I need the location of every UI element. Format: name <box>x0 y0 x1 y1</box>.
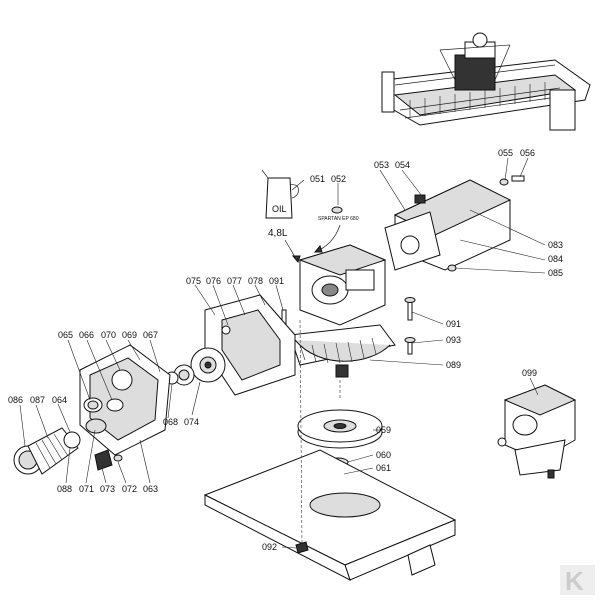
label-091-right: 091 <box>446 319 461 329</box>
oil-can: OIL <box>261 169 299 219</box>
gearbox-099 <box>497 384 577 479</box>
brand-logo: K <box>560 565 595 596</box>
gearbox-main <box>289 244 396 378</box>
label-092: 092 <box>262 542 277 552</box>
label-078: 078 <box>248 276 263 286</box>
label-064: 064 <box>52 395 67 405</box>
machine-overview <box>381 32 591 131</box>
label-083: 083 <box>548 240 563 250</box>
label-088: 088 <box>57 484 72 494</box>
housing-cover <box>384 179 512 271</box>
oil-spec-label: SPARTAN EP 680 <box>318 216 359 222</box>
label-052: 052 <box>331 174 346 184</box>
label-085: 085 <box>548 268 563 278</box>
label-093: 093 <box>446 335 461 345</box>
gear-074 <box>165 347 226 386</box>
gear-059 <box>297 409 383 449</box>
label-072: 072 <box>122 484 137 494</box>
oil-volume-label: 4,8L <box>268 228 288 239</box>
label-056: 056 <box>520 148 535 158</box>
pulley-assembly <box>13 427 81 475</box>
leader-lines <box>19 157 546 549</box>
label-051: 051 <box>310 174 325 184</box>
label-068: 068 <box>163 417 178 427</box>
base-plate <box>203 449 457 582</box>
bolt-055-056 <box>499 175 525 186</box>
label-074: 074 <box>184 417 199 427</box>
label-087: 087 <box>30 395 45 405</box>
label-067: 067 <box>143 330 158 340</box>
label-099: 099 <box>522 368 537 378</box>
label-075: 075 <box>186 276 201 286</box>
label-084: 084 <box>548 254 563 264</box>
label-069: 069 <box>122 330 137 340</box>
label-053: 053 <box>374 160 389 170</box>
label-070: 070 <box>101 330 116 340</box>
label-061: 061 <box>376 463 391 473</box>
label-065: 065 <box>58 330 73 340</box>
label-063: 063 <box>143 484 158 494</box>
label-086: 086 <box>8 395 23 405</box>
label-059: 059 <box>376 425 391 435</box>
label-091-top: 091 <box>269 276 284 286</box>
label-060: 060 <box>376 450 391 460</box>
label-076: 076 <box>206 276 221 286</box>
label-066: 066 <box>79 330 94 340</box>
logo-letter: K <box>565 566 584 596</box>
part-labels: 051 052 053 054 055 056 083 084 085 075 … <box>8 148 563 552</box>
oil-can-text: OIL <box>272 204 287 214</box>
frame-plate <box>204 294 296 396</box>
label-054: 054 <box>395 160 410 170</box>
label-089: 089 <box>446 360 461 370</box>
label-073: 073 <box>100 484 115 494</box>
label-055: 055 <box>498 148 513 158</box>
label-071: 071 <box>79 484 94 494</box>
label-077: 077 <box>227 276 242 286</box>
